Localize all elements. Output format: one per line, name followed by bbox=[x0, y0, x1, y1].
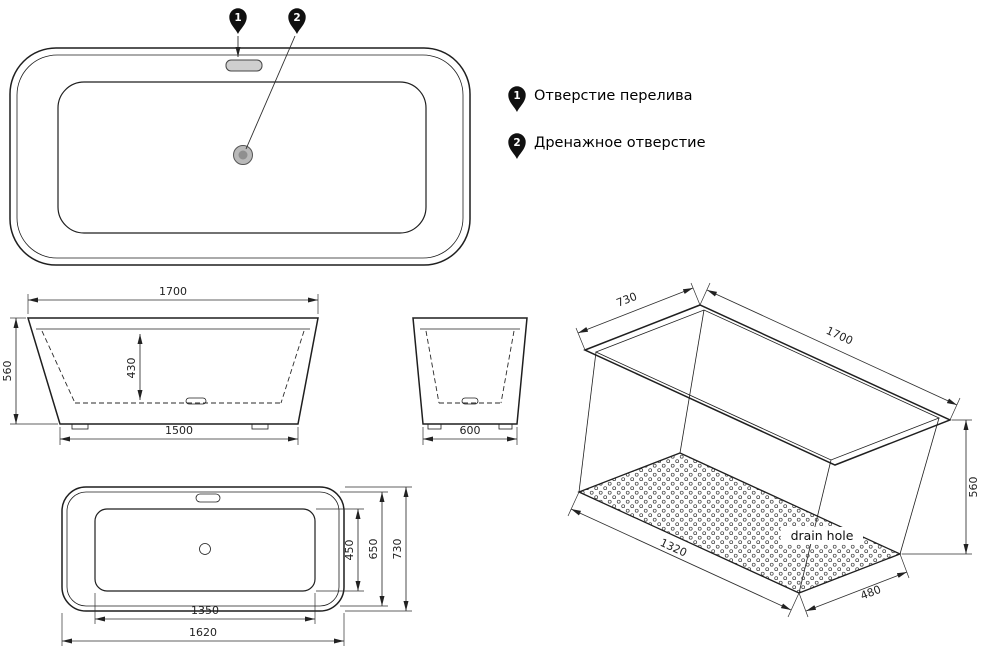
iso-rim-outer bbox=[583, 304, 952, 466]
legend-pin-1-icon: 1 bbox=[508, 86, 526, 112]
side-inner-left-dashed bbox=[425, 330, 440, 404]
iso-view: drain hole 730 1700 560 1320 480 bbox=[567, 282, 980, 618]
marker-2-pin-icon: 2 bbox=[288, 8, 306, 34]
marker-1-number: 1 bbox=[234, 12, 241, 24]
front-view: 1700 560 430 1500 bbox=[1, 285, 319, 445]
top-view: 1 2 bbox=[9, 8, 471, 266]
drain-hole-center bbox=[238, 150, 248, 160]
dim-plan-inner-width: 450 bbox=[343, 540, 356, 561]
plan-outer-edge bbox=[61, 486, 345, 612]
legend-item-2-label: Дренажное отверстие bbox=[534, 135, 706, 151]
dim-plan-outer-length: 1620 bbox=[189, 626, 217, 639]
plan-rim-edge bbox=[66, 491, 340, 607]
dim-plan-rim-width: 650 bbox=[367, 539, 380, 560]
dim-iso-height: 560 bbox=[967, 477, 980, 498]
side-foot-left bbox=[427, 423, 442, 430]
front-foot-right bbox=[251, 423, 269, 430]
front-drain-detail bbox=[185, 397, 207, 405]
front-inner-right-dashed bbox=[280, 330, 305, 404]
dim-front-inner-depth: 430 bbox=[125, 358, 138, 379]
ext-line bbox=[798, 592, 809, 618]
iso-rim-inner bbox=[594, 309, 941, 461]
dim-side-bottom-width: 600 bbox=[460, 424, 481, 437]
dim-line bbox=[577, 287, 694, 334]
plan-overflow-slot bbox=[195, 493, 221, 503]
side-view: 600 bbox=[412, 317, 528, 445]
ext-line bbox=[690, 282, 701, 306]
ext-line bbox=[899, 553, 910, 579]
dim-front-bottom-width: 1500 bbox=[165, 424, 193, 437]
drain-hole-label-bg bbox=[781, 527, 863, 544]
side-inner-right-dashed bbox=[500, 330, 515, 404]
front-foot-left bbox=[71, 423, 89, 430]
dim-front-height: 560 bbox=[1, 361, 14, 382]
iso-wall-edge-right bbox=[899, 417, 940, 555]
marker-2-number: 2 bbox=[293, 12, 300, 24]
overflow-slot bbox=[225, 59, 263, 72]
legend-pin-2-number: 2 bbox=[513, 137, 520, 149]
ext-line bbox=[787, 592, 800, 618]
dim-line bbox=[570, 508, 792, 611]
iso-wall-edge-left bbox=[578, 351, 597, 493]
dim-line bbox=[805, 571, 908, 612]
dim-plan-outer-width: 730 bbox=[391, 539, 404, 560]
dim-plan-inner-length: 1350 bbox=[191, 604, 219, 617]
dim-line bbox=[706, 289, 958, 406]
ext-line bbox=[949, 397, 961, 421]
plan-basin-edge bbox=[94, 508, 316, 592]
ext-line bbox=[575, 327, 586, 351]
side-drain-detail bbox=[461, 397, 479, 405]
marker-2-leader-line bbox=[245, 35, 296, 150]
iso-wall-edge-back bbox=[679, 309, 705, 454]
front-outline bbox=[26, 317, 319, 425]
tub-basin-edge bbox=[57, 81, 427, 234]
dim-iso-bottom-width: 480 bbox=[859, 583, 883, 603]
dim-front-top-width: 1700 bbox=[159, 285, 187, 298]
side-foot-right bbox=[498, 423, 513, 430]
iso-bottom-face bbox=[577, 452, 902, 594]
legend-item-1-label: Отверстие перелива bbox=[534, 88, 693, 104]
legend-pin-1-number: 1 bbox=[513, 90, 520, 102]
drain-hole-label: drain hole bbox=[791, 528, 854, 543]
front-inner-left-dashed bbox=[41, 330, 76, 404]
legend: 1 Отверстие перелива 2 Дренажное отверст… bbox=[508, 86, 706, 159]
plan-view: 450 650 730 1350 1620 bbox=[61, 486, 412, 646]
ext-line bbox=[567, 491, 580, 517]
dim-iso-top-length: 1700 bbox=[824, 324, 855, 347]
ext-line bbox=[699, 282, 711, 306]
plan-drain-hole bbox=[199, 543, 211, 555]
legend-pin-2-icon: 2 bbox=[508, 133, 526, 159]
marker-1-pin-icon: 1 bbox=[229, 8, 247, 34]
side-outline bbox=[412, 317, 528, 425]
dim-iso-top-width: 730 bbox=[615, 290, 639, 310]
